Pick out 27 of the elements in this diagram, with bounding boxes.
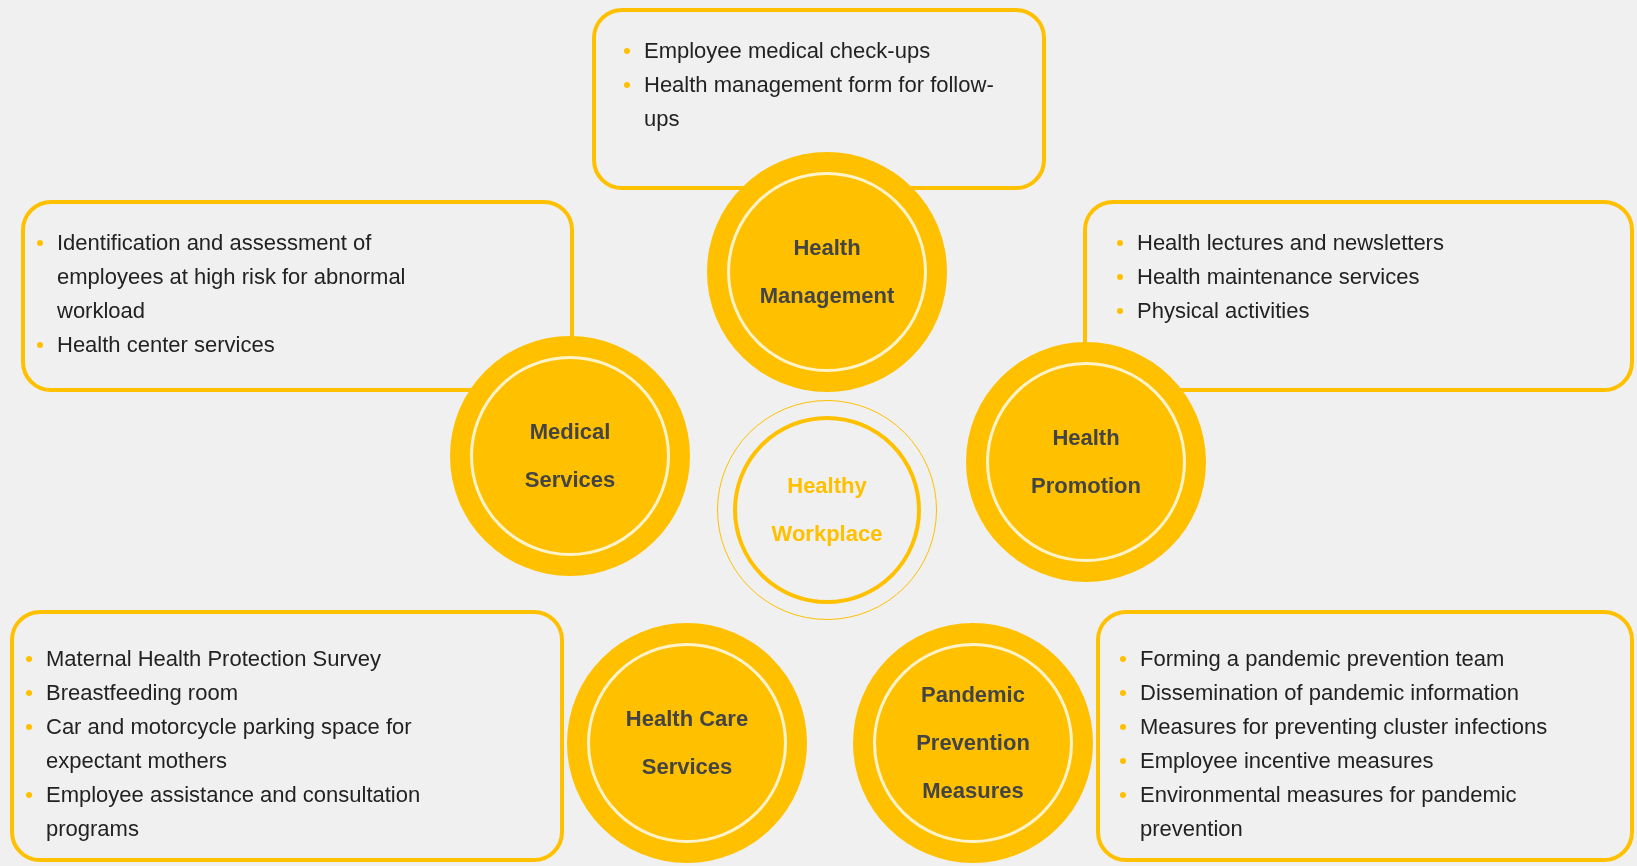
bullet-list-box	[10, 610, 564, 862]
bullet-text: Car and motorcycle parking space for expectant mothers	[46, 713, 413, 775]
bullet-text: Health management form for follow-ups	[644, 71, 995, 133]
bullet-list-box	[21, 200, 574, 392]
bullet-list-box	[592, 8, 1046, 190]
bullet-text: Measures for preventing cluster infections	[1140, 713, 1548, 741]
bullet-list-box	[1096, 610, 1634, 862]
bullet-text: Employee assistance and consultation programs	[46, 781, 422, 843]
bullet-text: Health center services	[57, 331, 275, 359]
circle-label: Medical Services	[523, 418, 617, 494]
bullet-text: Forming a pandemic prevention team	[1140, 645, 1505, 673]
bullet-text: Physical activities	[1137, 297, 1310, 325]
bullet-list-box	[1083, 200, 1634, 392]
center-label: Healthy Workplace	[770, 472, 884, 548]
bullet-text: Maternal Health Protection Survey	[46, 645, 382, 673]
bullet-text: Health maintenance services	[1137, 263, 1420, 291]
bullet-text: Employee medical check-ups	[644, 37, 931, 65]
bullet-text: Environmental measures for pandemic prevention	[1140, 781, 1518, 843]
circle-label: Pandemic Prevention Measures	[915, 681, 1031, 805]
bullet-text: Employee incentive measures	[1140, 747, 1434, 775]
circle-label: Health Promotion	[1030, 424, 1142, 500]
bullet-text: Health lectures and newsletters	[1137, 229, 1444, 257]
bullet-text: Breastfeeding room	[46, 679, 238, 707]
bullet-text: Identification and assessment of employees at high risk for abnormal workload	[57, 229, 407, 325]
bullet-text: Dissemination of pandemic information	[1140, 679, 1520, 707]
circle-label: Health Management	[758, 234, 896, 310]
circle-label: Health Care Services	[624, 705, 750, 781]
